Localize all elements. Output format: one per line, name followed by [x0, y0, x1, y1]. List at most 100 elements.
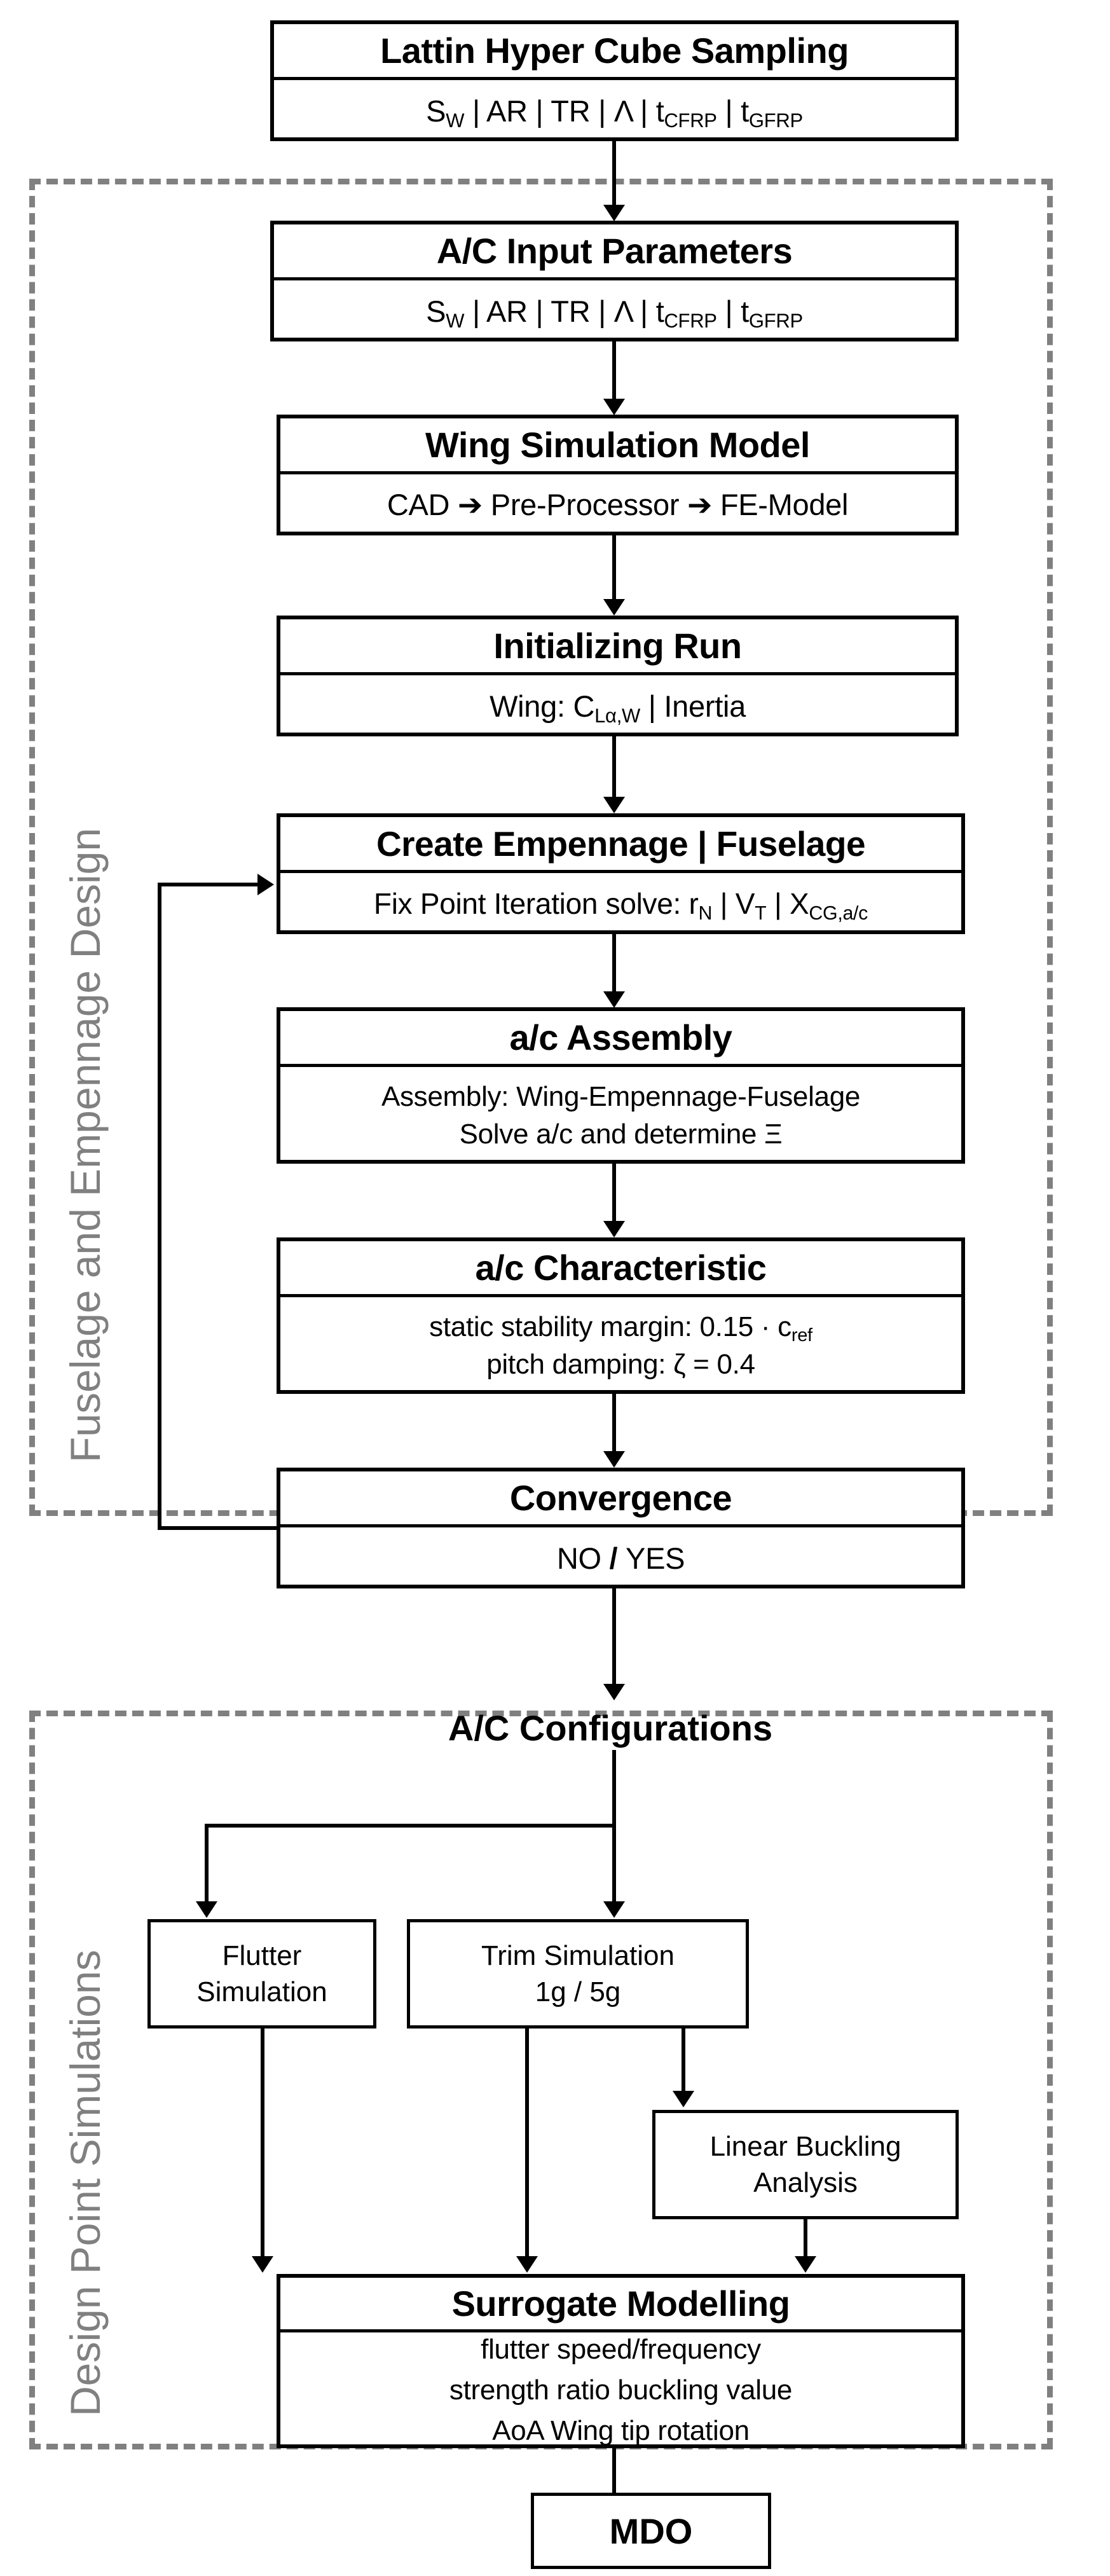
node-flutter-simulation[interactable]: Flutter Simulation	[147, 1919, 376, 2028]
buckling-line-2: Analysis	[753, 2167, 858, 2198]
wingsim-pipeline: CAD ➔ Pre-Processor ➔ FE-Model	[387, 488, 849, 521]
node-body: NO / YES	[280, 1527, 961, 1588]
lhs-params-mid2: | t	[716, 93, 749, 128]
group-label-design-point-simulations: Design Point Simulations	[62, 1950, 109, 2416]
node-body: Wing: CLα,W | Inertia	[280, 675, 955, 736]
trim-line-1: Trim Simulation	[481, 1939, 675, 1971]
empennage-mid1: | V	[712, 887, 755, 920]
connector-lhs-to-input	[612, 141, 616, 211]
node-header: Wing Simulation Model	[280, 418, 955, 474]
connector-wingsim-to-initrun	[612, 535, 616, 605]
connector-feedback-bottom	[158, 1526, 280, 1530]
lhs-param-tcfrp-sub: CFRP	[664, 109, 717, 132]
node-header: Surrogate Modelling	[280, 2278, 961, 2332]
connector-flutter-to-surrogate	[261, 2028, 264, 2263]
characteristic-damping: pitch damping: ζ = 0.4	[486, 1349, 755, 1380]
initrun-inertia: | Inertia	[640, 689, 746, 723]
connector-feedback-vertical	[158, 883, 161, 1530]
connector-input-to-wingsim	[612, 341, 616, 405]
surrogate-line-1: flutter speed/frequency	[481, 2334, 761, 2366]
arrow-to-flutter	[196, 1901, 217, 1918]
connector-initrun-to-empennage	[612, 736, 616, 803]
node-header: a/c Assembly	[280, 1011, 961, 1067]
connector-acconfig-down	[612, 1750, 616, 1828]
node-body: CAD ➔ Pre-Processor ➔ FE-Model	[280, 474, 955, 535]
arrow-feedback-to-empennage	[257, 874, 274, 895]
connector-convergence-to-acconfig	[612, 1588, 616, 1690]
input-params-mid: | AR | TR | Λ | t	[464, 294, 664, 328]
node-convergence[interactable]: Convergence NO / YES	[277, 1468, 965, 1588]
empennage-fixpoint: Fix Point Iteration solve: r	[373, 887, 699, 920]
node-header: A/C Input Parameters	[274, 224, 955, 280]
node-body: static stability margin: 0.15 · cref pit…	[280, 1297, 961, 1394]
label-ac-configurations: A/C Configurations	[448, 1708, 773, 1748]
input-param-s: S	[426, 294, 446, 328]
node-ac-characteristic[interactable]: a/c Characteristic static stability marg…	[277, 1237, 965, 1394]
characteristic-stability: static stability margin: 0.15 · c	[429, 1311, 791, 1342]
node-ac-input-parameters[interactable]: A/C Input Parameters SW | AR | TR | Λ | …	[270, 221, 959, 341]
node-ac-assembly[interactable]: a/c Assembly Assembly: Wing-Empennage-Fu…	[277, 1007, 965, 1164]
node-mdo[interactable]: MDO	[531, 2493, 771, 2569]
buckling-line-1: Linear Buckling	[709, 2130, 901, 2162]
node-body: Fix Point Iteration solve: rN | VT | XCG…	[280, 873, 961, 934]
node-header: a/c Characteristic	[280, 1241, 961, 1297]
lhs-param-s: S	[426, 93, 446, 128]
node-body: Assembly: Wing-Empennage-Fuselage Solve …	[280, 1067, 961, 1164]
arrow-assembly-to-characteristic	[603, 1221, 625, 1237]
arrow-flutter-to-surrogate	[252, 2256, 273, 2273]
arrow-trim-to-buckling	[673, 2091, 694, 2107]
connector-split-bar	[205, 1824, 616, 1828]
arrow-trim-to-surrogate	[516, 2256, 538, 2273]
node-body: flutter speed/frequency strength ratio b…	[280, 2332, 961, 2448]
connector-assembly-to-characteristic	[612, 1164, 616, 1227]
flutter-line-1: Flutter	[222, 1939, 302, 1971]
arrow-to-trim	[603, 1901, 625, 1918]
input-params-mid2: | t	[716, 294, 749, 328]
lhs-param-s-sub: W	[446, 109, 465, 132]
connector-trim-to-buckling	[682, 2028, 685, 2097]
node-lattin-hyper-cube-sampling[interactable]: Lattin Hyper Cube Sampling SW | AR | TR …	[270, 20, 959, 141]
connector-split-right	[612, 1824, 616, 1908]
node-trim-simulation[interactable]: Trim Simulation 1g / 5g	[407, 1919, 749, 2028]
empennage-xcg-sub: CG,a/c	[809, 903, 868, 925]
connector-buckling-to-surrogate	[804, 2219, 807, 2263]
node-wing-simulation-model[interactable]: Wing Simulation Model CAD ➔ Pre-Processo…	[277, 415, 959, 535]
assembly-line-2: Solve a/c and determine Ξ	[459, 1119, 783, 1150]
arrow-input-to-wingsim	[603, 399, 625, 415]
connector-characteristic-to-convergence	[612, 1394, 616, 1457]
trim-line-2: 1g / 5g	[535, 1976, 621, 2008]
group-label-fuselage-empennage-design: Fuselage and Empennage Design	[62, 827, 109, 1463]
node-create-empennage-fuselage[interactable]: Create Empennage | Fuselage Fix Point It…	[277, 813, 965, 934]
convergence-no: NO	[556, 1541, 601, 1575]
arrow-lhs-to-input	[603, 205, 625, 221]
node-initializing-run[interactable]: Initializing Run Wing: CLα,W | Inertia	[277, 616, 959, 736]
initrun-cl: Wing: C	[490, 689, 595, 723]
connector-trim-to-surrogate	[525, 2028, 529, 2263]
input-param-tcfrp-sub: CFRP	[664, 309, 717, 332]
arrow-buckling-to-surrogate	[795, 2256, 816, 2273]
arrow-convergence-to-acconfig	[603, 1684, 625, 1700]
arrow-characteristic-to-convergence	[603, 1451, 625, 1468]
lhs-param-tgfrp-sub: GFRP	[748, 109, 803, 132]
convergence-separator: /	[601, 1541, 626, 1575]
surrogate-line-3: AoA Wing tip rotation	[492, 2414, 750, 2446]
mdo-label: MDO	[609, 2511, 693, 2551]
empennage-mid2: | X	[766, 887, 809, 920]
node-header: Create Empennage | Fuselage	[280, 817, 961, 873]
assembly-line-1: Assembly: Wing-Empennage-Fuselage	[381, 1080, 861, 1112]
empennage-rn-sub: N	[698, 903, 713, 925]
node-body: SW | AR | TR | Λ | tCFRP | tGFRP	[274, 80, 955, 141]
input-param-tgfrp-sub: GFRP	[748, 309, 803, 332]
connector-empennage-to-assembly	[612, 934, 616, 998]
input-param-s-sub: W	[446, 309, 465, 332]
node-body: SW | AR | TR | Λ | tCFRP | tGFRP	[274, 280, 955, 341]
connector-split-left	[205, 1824, 209, 1908]
node-linear-buckling-analysis[interactable]: Linear Buckling Analysis	[652, 2110, 959, 2219]
empennage-vt-sub: T	[755, 903, 767, 925]
node-surrogate-modelling[interactable]: Surrogate Modelling flutter speed/freque…	[277, 2274, 965, 2448]
lhs-params-mid: | AR | TR | Λ | t	[464, 93, 664, 128]
arrow-initrun-to-empennage	[603, 797, 625, 813]
characteristic-cref-sub: ref	[791, 1325, 812, 1346]
node-header: Initializing Run	[280, 619, 955, 675]
